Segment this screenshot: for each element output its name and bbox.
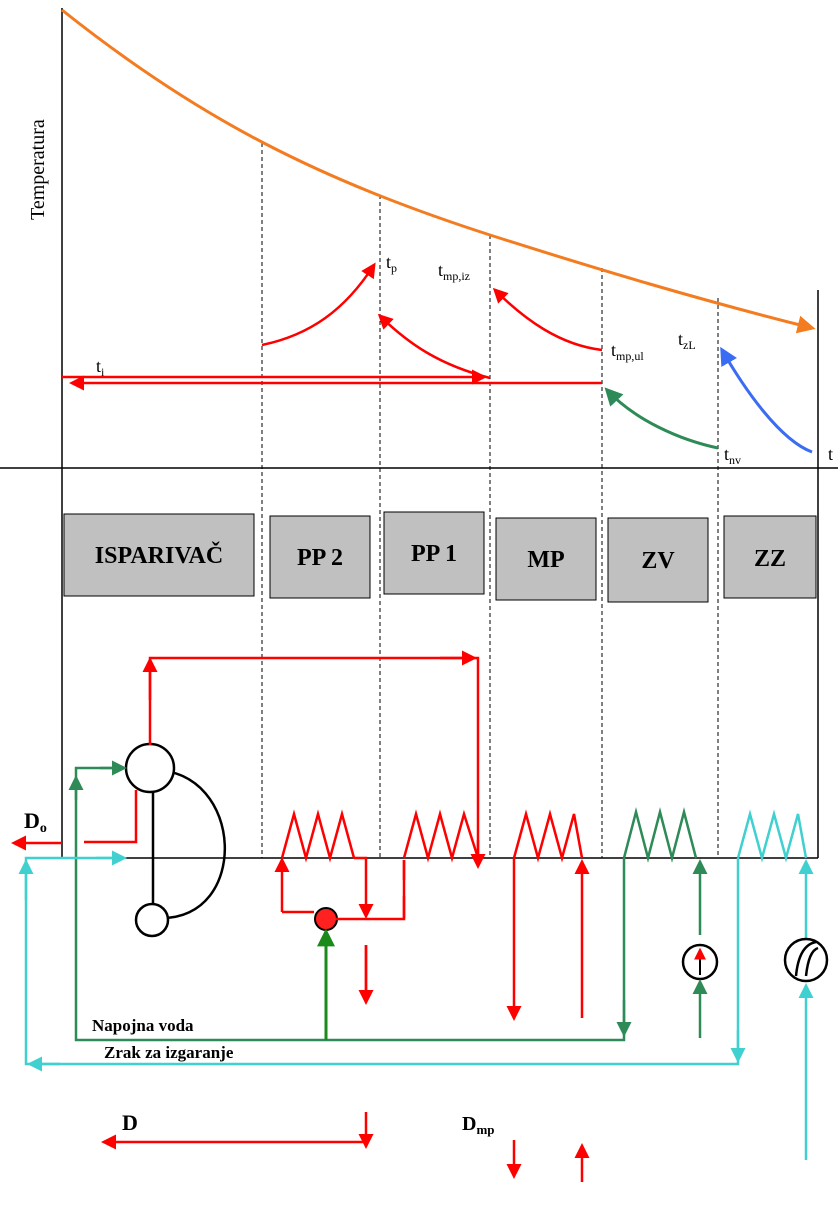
zz-temperature-rise xyxy=(720,346,813,454)
label-d: D xyxy=(122,1110,138,1135)
feedwater-line xyxy=(74,858,626,1042)
box-pp2-label: PP 2 xyxy=(297,545,343,571)
box-pp1-label: PP 1 xyxy=(411,541,457,567)
attemperator-outlet-line xyxy=(336,860,406,921)
zv-temperature-rise xyxy=(604,387,719,450)
section-boundaries xyxy=(261,143,719,858)
box-zz xyxy=(723,515,817,599)
steam-drum xyxy=(124,742,176,794)
fan-icon xyxy=(794,940,819,977)
box-mp-label: MP xyxy=(527,547,564,573)
feedwater-to-drum-line xyxy=(74,766,124,858)
steam-drum-assembly xyxy=(124,742,227,938)
zv-coil xyxy=(622,807,698,863)
lower-drum xyxy=(134,902,170,938)
attemperator xyxy=(314,907,338,931)
air-line xyxy=(24,856,740,1066)
box-zv-label: ZV xyxy=(641,548,675,574)
saturated-steam-line xyxy=(148,656,480,858)
label-tzl: tzL xyxy=(678,329,696,352)
do-line xyxy=(84,790,138,844)
box-isparivac xyxy=(63,513,255,597)
label-tnv: tnv xyxy=(724,444,741,467)
label-napojna-voda: Napojna voda xyxy=(92,1016,194,1035)
box-zv xyxy=(607,517,709,603)
pp2-temperature-rise xyxy=(261,262,376,347)
box-zz-label: ZZ xyxy=(754,546,786,572)
label-dmp: Dmp xyxy=(462,1113,495,1137)
label-zrak: Zrak za izgaranje xyxy=(104,1043,234,1062)
component-boxes: ISPARIVAČ PP 2 PP 1 MP ZV ZZ xyxy=(63,511,817,603)
box-mp xyxy=(495,517,597,601)
box-isparivac-label: ISPARIVAČ xyxy=(95,542,223,569)
box-pp1 xyxy=(383,511,485,595)
label-tp: tp xyxy=(386,252,397,275)
pp1-coil xyxy=(402,809,480,863)
label-ti: ti xyxy=(96,356,105,379)
zz-coil xyxy=(736,809,808,863)
label-tmp-iz: tmp,iz xyxy=(438,260,470,283)
flue-gas-curve xyxy=(61,8,816,334)
pp2-outlet-arrow xyxy=(354,856,374,919)
pp2-coil xyxy=(280,809,356,863)
label-do: Do xyxy=(24,808,47,836)
label-tmp-ul: tmp,ul xyxy=(611,340,644,363)
mp-temperature-rise xyxy=(492,287,603,352)
box-pp2 xyxy=(269,515,371,599)
mp-coil xyxy=(512,809,584,863)
pp1-temperature-rise xyxy=(377,313,491,380)
label-t-edge: t xyxy=(828,444,833,464)
y-axis-label: Temperatura xyxy=(27,119,49,220)
riser-loop xyxy=(152,768,227,920)
